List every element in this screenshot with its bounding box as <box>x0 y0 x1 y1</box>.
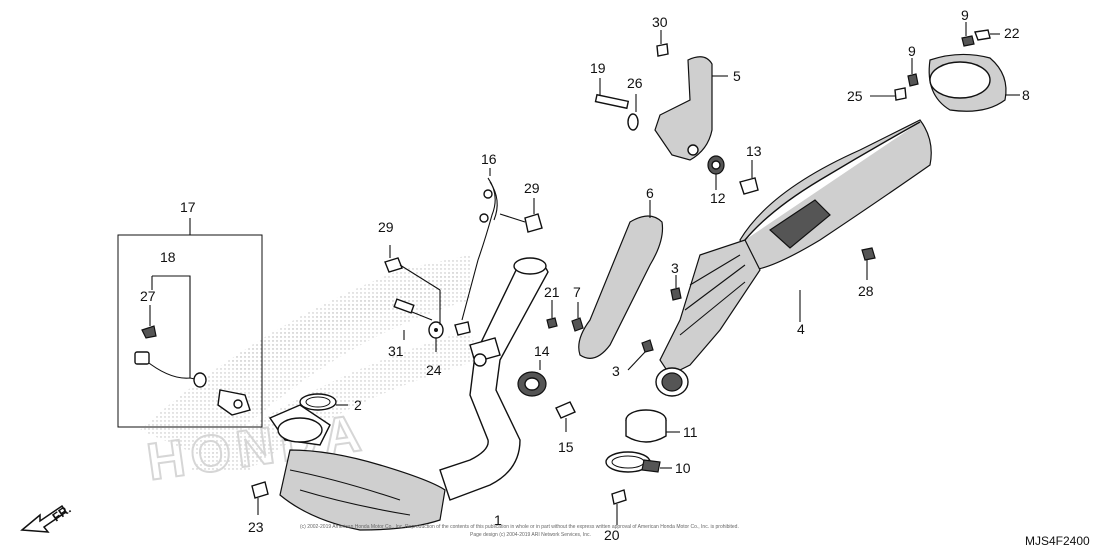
muffler-bracket <box>594 30 728 161</box>
part-label-15: 15 <box>558 439 574 455</box>
part-label-3b: 3 <box>612 363 620 379</box>
muffler-nut <box>861 247 876 280</box>
small-fasteners <box>546 300 584 332</box>
part-label-29a: 29 <box>378 219 394 235</box>
part-label-10: 10 <box>675 460 691 476</box>
part-label-21: 21 <box>544 284 560 300</box>
diagram-code: MJS4F2400 <box>1025 534 1090 548</box>
part-label-11: 11 <box>683 424 698 440</box>
pipe-bracket <box>469 337 501 367</box>
part-label-1: 1 <box>494 512 502 528</box>
part-label-20: 20 <box>604 527 620 543</box>
mounting-hardware-left <box>384 245 444 352</box>
sensor-wire <box>454 168 543 336</box>
part-label-23: 23 <box>248 519 264 535</box>
gasket <box>299 393 348 411</box>
part-label-12: 12 <box>710 190 726 206</box>
part-label-31: 31 <box>388 343 404 359</box>
shield-clips <box>627 275 682 371</box>
part-label-9b: 9 <box>908 43 916 59</box>
part-label-14: 14 <box>534 343 550 359</box>
flange-bolt <box>251 481 269 515</box>
part-label-3a: 3 <box>671 260 679 276</box>
part-label-2: 2 <box>354 397 362 413</box>
muffler-end-cap <box>870 22 1020 112</box>
part-label-7: 7 <box>573 284 581 300</box>
part-label-16: 16 <box>481 151 497 167</box>
part-label-13: 13 <box>746 143 762 159</box>
rubber-mount <box>517 360 576 432</box>
part-label-9a: 9 <box>961 7 969 23</box>
part-label-27: 27 <box>140 288 156 304</box>
muffler <box>655 119 932 397</box>
part-label-25: 25 <box>847 88 863 104</box>
o2-sensor <box>134 275 251 416</box>
part-label-26: 26 <box>627 75 643 91</box>
part-label-29b: 29 <box>524 180 540 196</box>
part-label-6: 6 <box>646 185 654 201</box>
o2-sensor-group-box <box>117 218 263 428</box>
part-labels: 1 2 3 3 4 5 6 7 8 9 9 10 11 12 13 14 15 … <box>140 7 1030 543</box>
front-direction-arrow: FR. <box>20 502 74 533</box>
part-label-28: 28 <box>858 283 874 299</box>
copyright-line: (c) 2002-2019 American Honda Motor Co., … <box>300 524 739 530</box>
part-label-24: 24 <box>426 362 442 378</box>
exhaust-pipe <box>268 257 549 531</box>
page-design-line: Page design (c) 2004-2019 ARI Network Se… <box>470 532 591 538</box>
pipe-connector <box>625 409 680 443</box>
sensor-clip <box>141 305 157 339</box>
part-label-18: 18 <box>160 249 176 265</box>
part-label-19: 19 <box>590 60 606 76</box>
heat-shield <box>578 200 664 359</box>
bracket-rubber <box>707 155 759 195</box>
part-label-17: 17 <box>180 199 196 215</box>
part-label-30: 30 <box>652 14 668 30</box>
pipe-clamp <box>605 451 672 525</box>
part-label-8: 8 <box>1022 87 1030 103</box>
part-label-22: 22 <box>1004 25 1020 41</box>
part-label-4: 4 <box>797 321 805 337</box>
part-label-5: 5 <box>733 68 741 84</box>
